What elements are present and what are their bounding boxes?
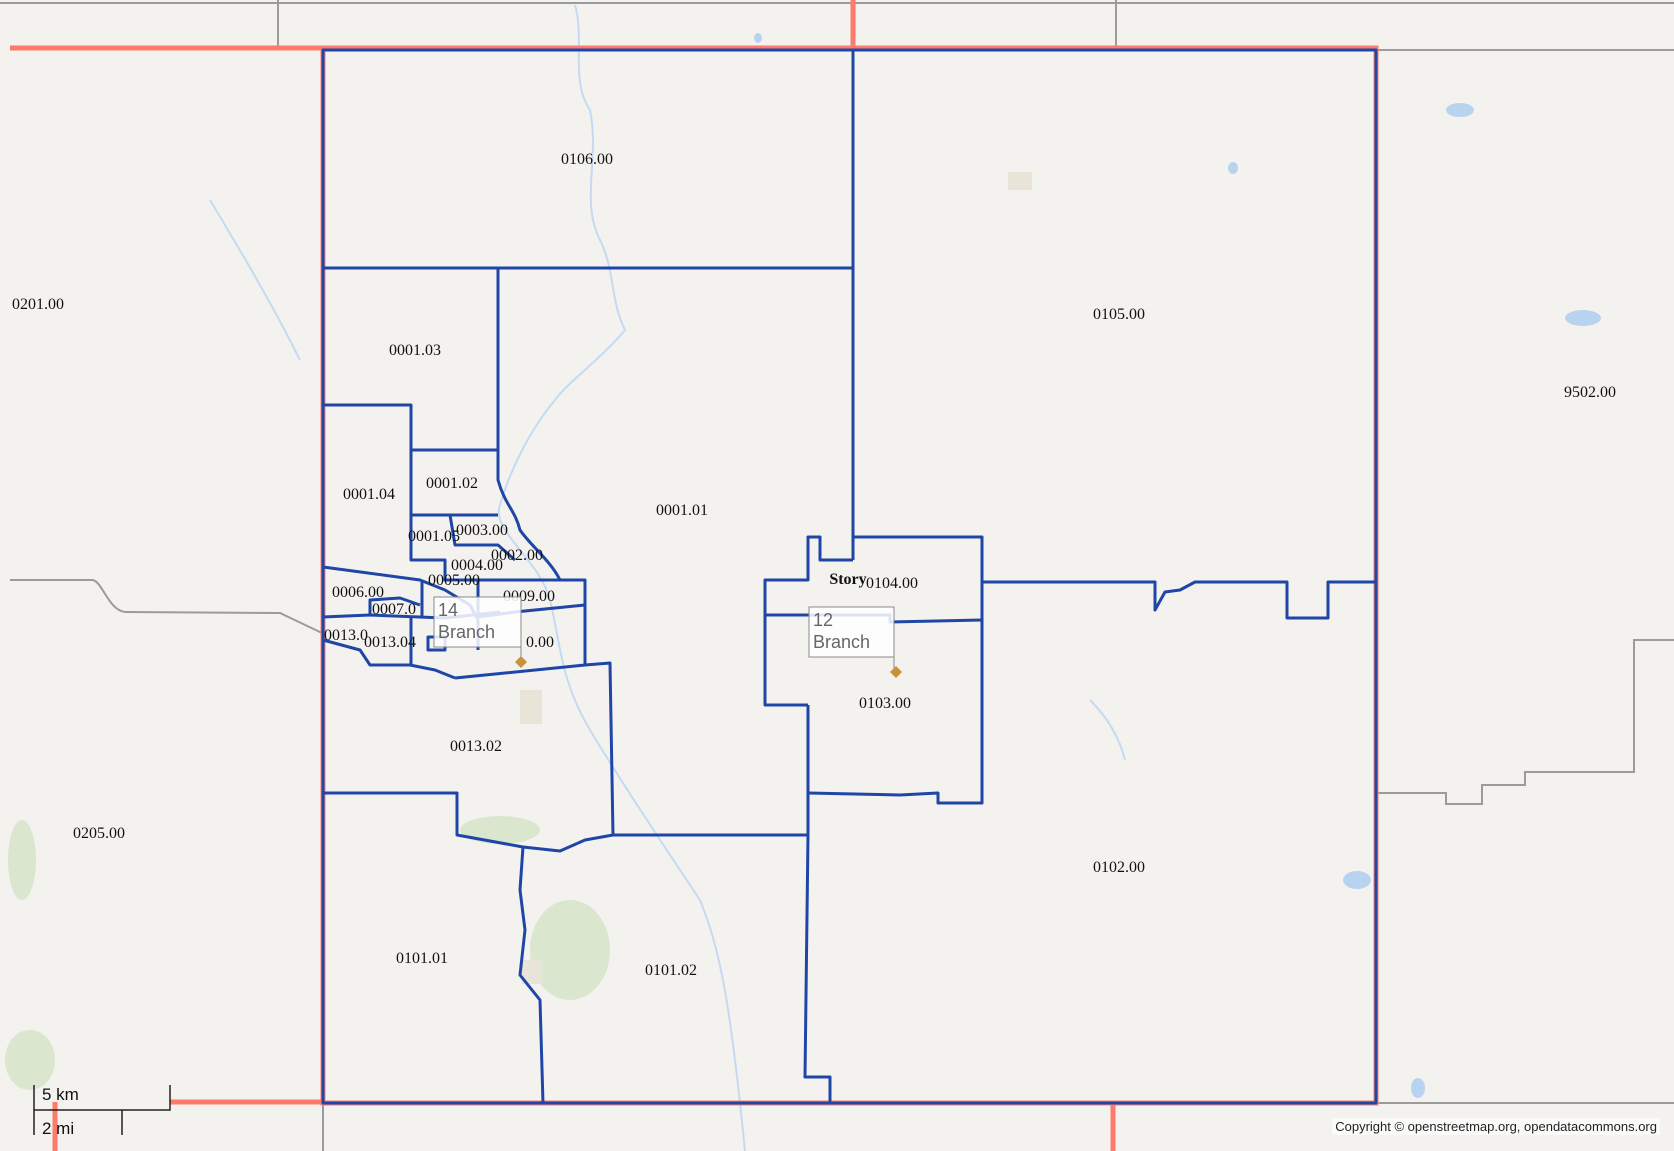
diamond-marker-icon[interactable]	[890, 666, 902, 678]
tract-label: 0006.00	[332, 584, 384, 601]
tract-line	[763, 535, 853, 707]
tract-label: 0105.00	[1093, 306, 1145, 323]
tract-label: 0103.00	[859, 695, 911, 712]
lake	[1228, 162, 1238, 174]
tract-line	[584, 661, 615, 836]
branch-callout[interactable]: 14 Branch	[433, 596, 527, 668]
tract-line	[803, 834, 832, 1103]
park-area	[530, 900, 610, 1000]
tract-label: 0201.00	[12, 296, 64, 313]
lake	[1565, 310, 1601, 326]
tract-label: 0005.00	[428, 572, 480, 589]
branch-count: 12	[813, 610, 833, 630]
park-area	[8, 820, 36, 900]
urban-area	[520, 690, 542, 724]
tract-line	[982, 580, 1376, 620]
tract-line	[411, 448, 562, 581]
tract-label: 0205.00	[73, 825, 125, 842]
scale-label-imperial: 2 mi	[42, 1119, 74, 1138]
green-areas	[5, 816, 610, 1090]
tract-label: 0001.05	[408, 528, 460, 545]
tract-label: 0013.0	[324, 627, 368, 644]
diamond-marker-icon[interactable]	[515, 656, 527, 668]
tract-labels: 0106.00 0105.00 0201.00 9502.00 0001.03 …	[12, 151, 1616, 979]
tract-line	[448, 514, 516, 562]
tract-line	[322, 638, 456, 680]
urban-area	[522, 960, 542, 984]
lake	[1343, 871, 1371, 889]
branch-callout[interactable]: 12 Branch	[808, 606, 902, 678]
lakes	[754, 33, 1601, 1098]
tract-line	[323, 403, 413, 515]
branch-box	[808, 606, 895, 658]
lake	[1411, 1078, 1425, 1098]
branch-count: 14	[438, 600, 458, 620]
urban-area	[1008, 172, 1032, 190]
urban-areas	[520, 172, 1032, 984]
tract-line	[807, 582, 984, 805]
tract-line	[851, 535, 984, 582]
tract-label: 0101.02	[645, 962, 697, 979]
scale-bar-imperial	[33, 1110, 123, 1135]
tract-label: 0001.03	[389, 342, 441, 359]
scale-bar: 5 km 2 mi	[33, 1085, 171, 1138]
lake	[1446, 103, 1474, 117]
tract-label: 0007.0	[372, 601, 416, 618]
water-features	[209, 4, 1126, 1151]
scale-bar-metric	[33, 1085, 171, 1111]
tract-line	[368, 596, 421, 615]
tract-label: 0102.00	[1093, 859, 1145, 876]
scale-label-metric: 5 km	[42, 1085, 79, 1104]
county-label: Story	[829, 571, 866, 588]
tract-label: 0001.04	[343, 486, 395, 503]
tract-label: 0001.02	[426, 475, 478, 492]
tract-label: 0003.00	[456, 522, 508, 539]
tract-label: 0.00	[526, 634, 554, 651]
park-area	[460, 816, 540, 844]
tract-label: 0002.00	[491, 547, 543, 564]
branch-label: Branch	[438, 622, 495, 642]
map-attribution: Copyright © openstreetmap.org, opendatac…	[1332, 1118, 1660, 1135]
tract-label: 0001.01	[656, 502, 708, 519]
lake	[754, 33, 762, 43]
road	[10, 579, 323, 634]
branch-label: Branch	[813, 632, 870, 652]
branch-box	[433, 596, 522, 648]
river	[497, 4, 746, 1151]
tract-outer	[321, 48, 1378, 1105]
tract-line	[409, 515, 500, 582]
tract-line	[518, 846, 545, 1104]
tract-label: 0101.01	[396, 950, 448, 967]
tract-label: 0004.00	[451, 557, 503, 574]
tract-label: 0104.00	[866, 575, 918, 592]
tract-label: 0013.04	[364, 634, 416, 651]
creek	[1089, 699, 1126, 761]
tract-label: 0013.02	[450, 738, 502, 755]
tract-label: 9502.00	[1564, 384, 1616, 401]
road	[1376, 639, 1674, 805]
park-area	[5, 1030, 55, 1090]
tract-line	[454, 578, 587, 680]
creek	[209, 199, 301, 361]
tract-label: 0106.00	[561, 151, 613, 168]
